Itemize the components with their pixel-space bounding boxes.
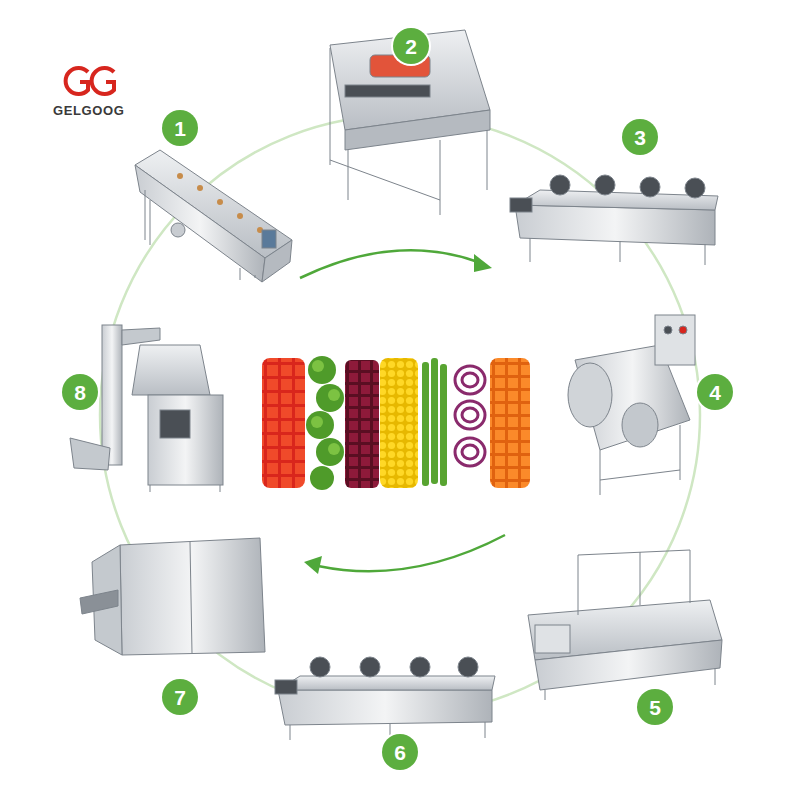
step-number-circle: 8 — [62, 374, 98, 410]
brand-name: GELGOOG — [53, 103, 124, 118]
callout-number: 7 — [174, 687, 186, 708]
flow-arrows — [300, 250, 505, 571]
washing-machine — [135, 150, 292, 282]
packing-machine — [70, 325, 223, 492]
step-number-circle: 7 — [162, 679, 198, 715]
callout-number: 4 — [709, 382, 721, 403]
step-number-circle: 6 — [382, 734, 418, 770]
step-number-circle: 5 — [637, 689, 673, 725]
callout-number: 6 — [394, 742, 406, 763]
step-number-circle: 3 — [622, 119, 658, 155]
diced-vegetables — [262, 356, 530, 490]
air-dryer — [275, 657, 495, 740]
step-number-circle: 2 — [393, 28, 429, 64]
callout-number: 3 — [634, 127, 646, 148]
callout-number: 1 — [174, 118, 186, 139]
brand-name: GELGOOG — [53, 103, 124, 118]
air-dryer — [510, 175, 718, 265]
step-number-circle: 4 — [697, 374, 733, 410]
callout-number: 5 — [649, 697, 661, 718]
tunnel-freezer — [80, 538, 265, 655]
callout-number: 8 — [74, 382, 86, 403]
blanching-machine — [528, 550, 722, 700]
vegetable-cutter — [568, 315, 695, 495]
callout-number: 2 — [405, 36, 417, 57]
logo-mark — [66, 68, 114, 94]
step-number-circle: 1 — [162, 110, 198, 146]
